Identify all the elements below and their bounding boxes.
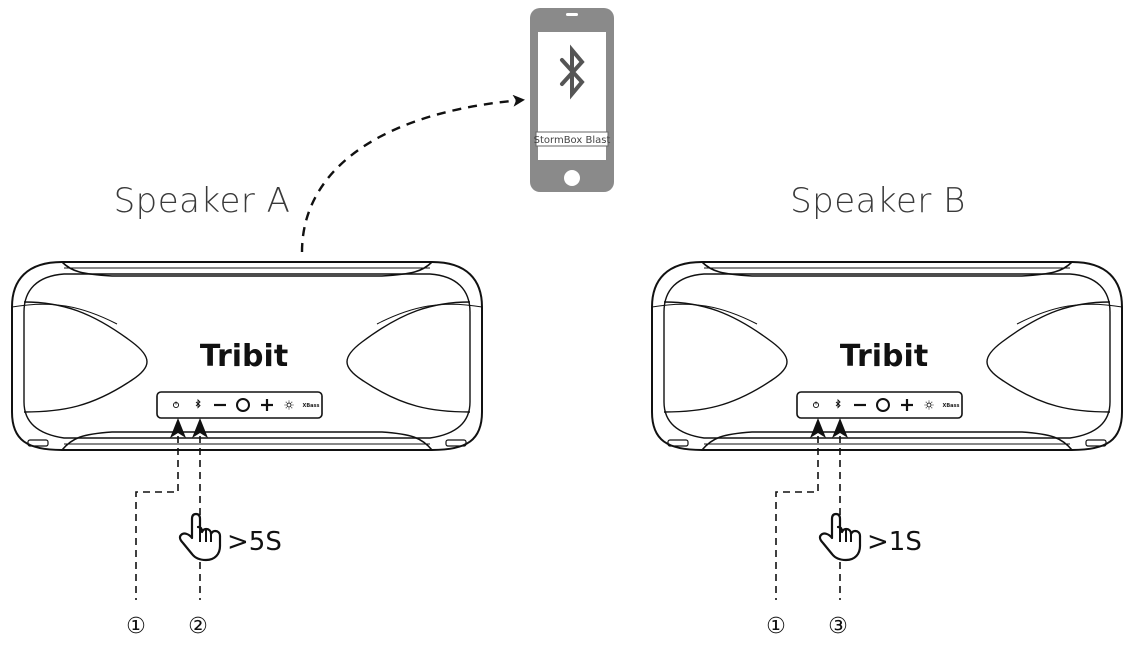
press-hand-icon bbox=[818, 512, 862, 562]
volume-up-icon[interactable] bbox=[261, 399, 273, 411]
phone-speaker-slot bbox=[566, 13, 578, 16]
xbass-label[interactable]: XBass bbox=[303, 403, 320, 409]
bluetooth-button-icon[interactable] bbox=[195, 398, 201, 409]
speaker-a-leader-1 bbox=[135, 436, 179, 600]
speaker-a-arrow-power bbox=[170, 418, 186, 438]
speaker-b-label: Speaker B bbox=[790, 181, 966, 221]
device-name-box bbox=[535, 131, 609, 147]
speaker-a: Speaker A Tribit bbox=[11, 181, 483, 639]
bluetooth-button-icon[interactable] bbox=[835, 398, 841, 409]
speaker-b-leader-1 bbox=[775, 436, 819, 600]
power-icon[interactable] bbox=[812, 401, 820, 409]
speaker-a-body: Tribit XBass bbox=[11, 261, 483, 451]
speaker-a-step-2: ② bbox=[188, 614, 208, 639]
speaker-a-control-panel: XBass bbox=[172, 398, 320, 412]
speaker-a-arrow-bluetooth bbox=[192, 418, 208, 438]
speaker-a-brand-logo: Tribit bbox=[200, 339, 288, 374]
speaker-a-label: Speaker A bbox=[114, 181, 291, 221]
play-pause-icon[interactable] bbox=[876, 398, 890, 412]
speaker-b-body: Tribit XBass bbox=[651, 261, 1123, 451]
speaker-b-press-duration: >1S bbox=[867, 527, 922, 557]
speaker-b-arrow-bluetooth bbox=[832, 418, 848, 438]
speaker-b: Speaker B Tribit XBa bbox=[651, 181, 1123, 639]
bluetooth-icon bbox=[560, 44, 585, 100]
device-name-label: StormBox Blast bbox=[534, 135, 611, 146]
play-pause-icon[interactable] bbox=[236, 398, 250, 412]
phone-home-button bbox=[564, 170, 580, 186]
volume-up-icon[interactable] bbox=[901, 399, 913, 411]
speaker-b-step-3: ③ bbox=[828, 614, 848, 639]
xbass-label[interactable]: XBass bbox=[943, 403, 960, 409]
speaker-b-control-panel: XBass bbox=[812, 398, 960, 412]
light-icon[interactable] bbox=[284, 400, 294, 410]
speaker-a-press-duration: >5S bbox=[227, 527, 282, 557]
press-hand-icon bbox=[178, 512, 222, 562]
speaker-a-step-1: ① bbox=[126, 614, 146, 639]
speaker-b-arrow-power bbox=[810, 418, 826, 438]
speaker-b-brand-logo: Tribit bbox=[840, 339, 928, 374]
power-icon[interactable] bbox=[172, 401, 180, 409]
light-icon[interactable] bbox=[924, 400, 934, 410]
smartphone: StormBox Blast bbox=[530, 8, 614, 192]
pairing-arrow bbox=[300, 94, 525, 253]
speaker-b-step-1: ① bbox=[766, 614, 786, 639]
